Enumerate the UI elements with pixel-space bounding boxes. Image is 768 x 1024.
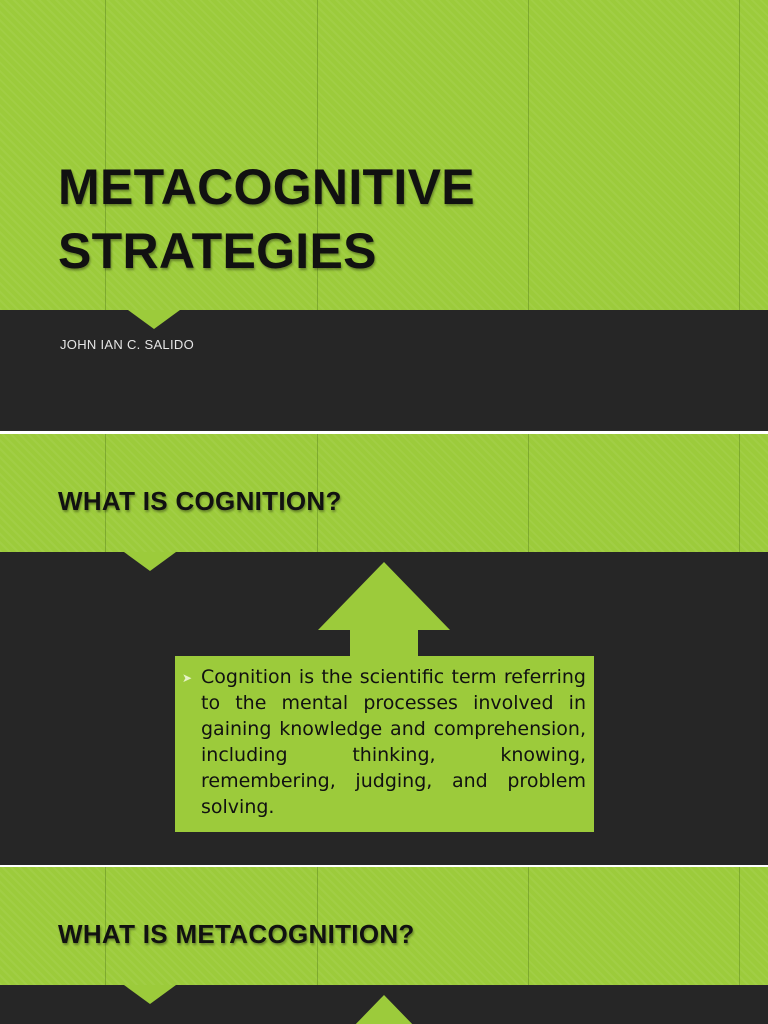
author-subtitle: JOHN IAN C. SALIDO xyxy=(60,337,194,352)
slide-1-title[interactable]: METACOGNITIVE STRATEGIES JOHN IAN C. SAL… xyxy=(0,0,768,431)
slide-2-cognition[interactable]: WHAT IS COGNITION? ➤ Cognition is the sc… xyxy=(0,434,768,865)
slide-title: WHAT IS METACOGNITION? xyxy=(58,919,415,949)
slide-title: WHAT IS COGNITION? xyxy=(58,486,342,516)
title-band xyxy=(0,0,768,310)
title-band xyxy=(0,867,768,985)
definition-textbox: ➤ Cognition is the scientific term refer… xyxy=(175,656,594,832)
band-notch xyxy=(124,552,176,571)
subtitle-band xyxy=(0,310,768,431)
slide-3-metacognition[interactable]: WHAT IS METACOGNITION? xyxy=(0,867,768,1024)
slide-title: METACOGNITIVE STRATEGIES xyxy=(58,155,618,283)
arrow-bullet-icon: ➤ xyxy=(182,671,193,685)
slide-title-line-2: STRATEGIES xyxy=(58,223,377,279)
definition-text: Cognition is the scientific term referri… xyxy=(201,666,586,818)
title-band xyxy=(0,434,768,552)
band-notch xyxy=(124,985,176,1004)
slide-title-line-1: METACOGNITIVE xyxy=(58,159,475,215)
band-notch xyxy=(128,310,180,329)
